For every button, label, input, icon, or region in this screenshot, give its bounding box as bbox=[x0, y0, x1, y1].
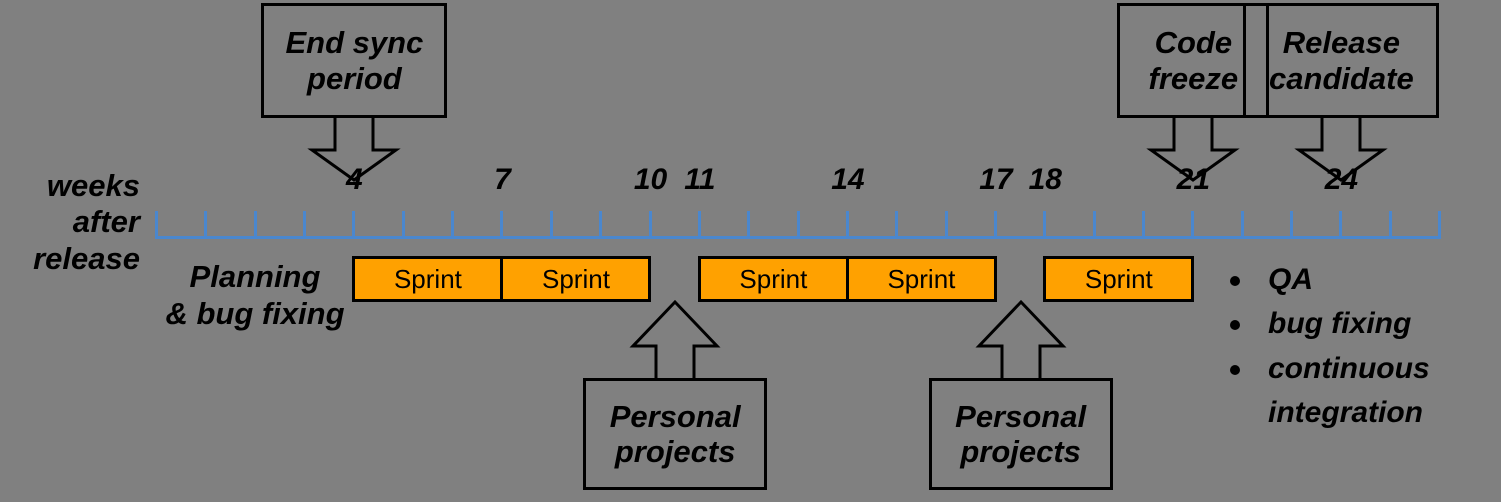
axis-tick-label: 11 bbox=[684, 163, 716, 196]
callout-arrow-down bbox=[1294, 118, 1389, 182]
sprint-box[interactable]: Sprint bbox=[1043, 256, 1195, 302]
axis-tick bbox=[796, 211, 800, 236]
axis-tick-label: 17 bbox=[979, 163, 1013, 196]
bullet-dot-icon bbox=[1230, 276, 1240, 286]
axis-tick bbox=[1092, 211, 1096, 236]
axis-tick bbox=[747, 211, 751, 236]
callout-arrow-up bbox=[629, 299, 721, 378]
axis-tick bbox=[599, 211, 603, 236]
axis-tick-label: 10 bbox=[633, 163, 668, 196]
ongoing-activity-label: continuous integration bbox=[1268, 351, 1430, 430]
phase-label-planning: Planning & bug fixing bbox=[165, 259, 345, 332]
callout-box-top[interactable]: Release candidate bbox=[1243, 3, 1440, 118]
axis-tick bbox=[253, 211, 257, 236]
bullet-dot-icon bbox=[1230, 320, 1240, 331]
axis-tick bbox=[1043, 211, 1047, 236]
axis-tick bbox=[1339, 211, 1343, 236]
axis-tick bbox=[1290, 211, 1294, 236]
axis-tick bbox=[1438, 211, 1442, 236]
callout-arrow-down bbox=[307, 118, 402, 182]
axis-tick bbox=[845, 211, 849, 236]
sprint-label: Sprint bbox=[887, 263, 956, 294]
ongoing-activity-item: continuous integration bbox=[1222, 347, 1487, 436]
callout-box-top[interactable]: End sync period bbox=[261, 3, 448, 118]
ongoing-activity-label: QA bbox=[1268, 263, 1313, 296]
axis-tick bbox=[549, 211, 553, 236]
axis-caption: weeks after release bbox=[33, 168, 140, 276]
callout-arrow-up bbox=[975, 299, 1067, 378]
axis-tick bbox=[204, 211, 208, 236]
axis-tick bbox=[895, 211, 899, 236]
callout-box-bottom[interactable]: Personal projects bbox=[928, 378, 1113, 490]
axis-tick bbox=[944, 211, 948, 236]
axis-tick bbox=[697, 211, 701, 236]
callout-box-bottom[interactable]: Personal projects bbox=[583, 378, 768, 490]
ongoing-activity-label: bug fixing bbox=[1268, 307, 1412, 341]
axis-tick bbox=[352, 211, 356, 236]
axis-tick bbox=[1388, 211, 1392, 236]
axis-tick bbox=[155, 211, 158, 236]
axis-tick bbox=[1240, 211, 1244, 236]
sprint-label: Sprint bbox=[542, 263, 610, 294]
bullet-dot-icon bbox=[1230, 364, 1240, 375]
axis-tick bbox=[401, 211, 405, 236]
sprint-box[interactable]: Sprint bbox=[500, 256, 652, 302]
timeline-axis-line bbox=[155, 236, 1442, 239]
axis-tick bbox=[648, 211, 652, 236]
axis-tick bbox=[1142, 211, 1145, 236]
axis-tick bbox=[451, 211, 455, 236]
ongoing-activity-item: QA bbox=[1222, 258, 1487, 302]
sprint-label: Sprint bbox=[739, 263, 808, 294]
callout-arrow-down bbox=[1146, 118, 1241, 182]
sprint-box[interactable]: Sprint bbox=[352, 256, 504, 302]
axis-tick bbox=[1191, 211, 1195, 236]
sprint-box[interactable]: Sprint bbox=[697, 256, 849, 302]
axis-tick bbox=[993, 211, 997, 236]
axis-tick bbox=[303, 211, 307, 236]
ongoing-activities-list: QA bug fixing continuous integration bbox=[1222, 258, 1487, 436]
axis-tick bbox=[500, 211, 504, 236]
ongoing-activity-item: bug fixing bbox=[1222, 302, 1487, 346]
sprint-label: Sprint bbox=[393, 263, 462, 294]
axis-tick-label: 18 bbox=[1028, 163, 1062, 196]
axis-tick-label: 14 bbox=[831, 163, 865, 196]
sprint-box[interactable]: Sprint bbox=[845, 256, 997, 302]
callout-box-top[interactable]: Code freeze bbox=[1117, 3, 1270, 118]
sprint-label: Sprint bbox=[1084, 263, 1153, 294]
axis-tick-label: 7 bbox=[494, 163, 511, 196]
